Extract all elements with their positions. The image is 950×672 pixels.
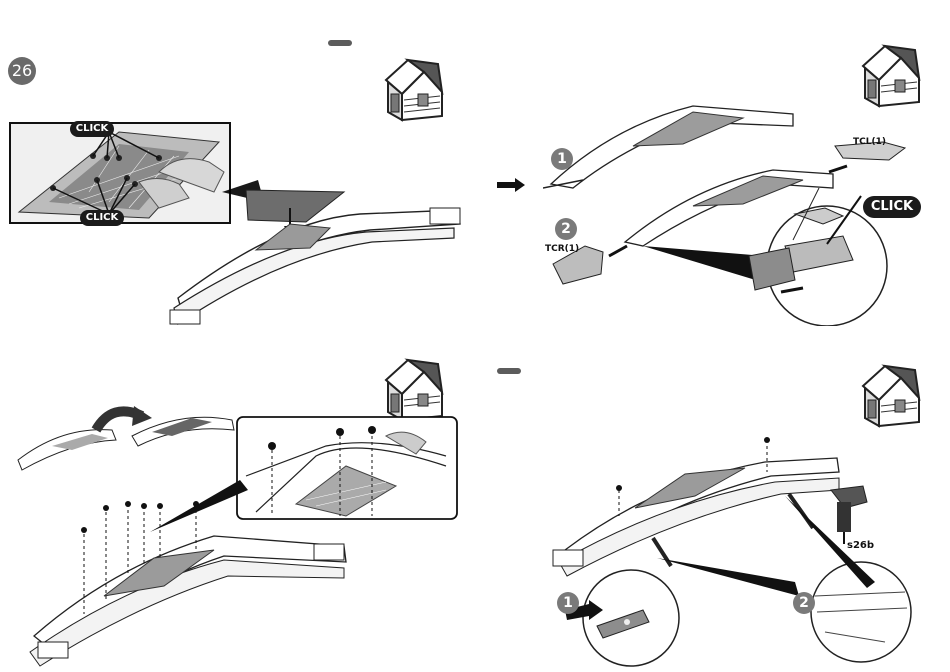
panel-end-caps: 1 2 TCL(1) TCR(1) CLICK [475,0,950,336]
playhouse-icon [378,350,450,422]
sub-step-2-badge: 2 [793,592,815,614]
sub-step-2-badge: 2 [555,218,577,240]
truss-drill-illustration [545,432,945,668]
click-badge: CLICK [863,196,921,218]
gable-assembly-illustration [160,180,470,332]
arrow-icon [497,178,525,192]
part-label-tcr: TCR(1) [545,244,579,254]
panel-flip-and-screw [0,336,475,672]
step-number-badge: 26 [8,57,36,85]
flip-illustration [12,396,242,476]
click-badge-top: CLICK [70,121,114,137]
separator-dash [497,368,521,374]
screw-code-label: s26b [847,540,874,551]
playhouse-icon [855,356,927,428]
sub-step-1-badge: 1 [551,148,573,170]
playhouse-icon [378,50,450,122]
separator-dash [328,40,352,46]
panel-drill-reinforcement: s26b 1 2 [475,336,950,672]
truss-screw-illustration [24,496,364,672]
panel-step-26: 26 CLICK CLICK [0,0,475,336]
part-label-tcl: TCL(1) [853,137,886,147]
click-badge-bottom: CLICK [80,210,124,226]
drill-icon [831,486,867,544]
sub-step-1-badge: 1 [557,592,579,614]
